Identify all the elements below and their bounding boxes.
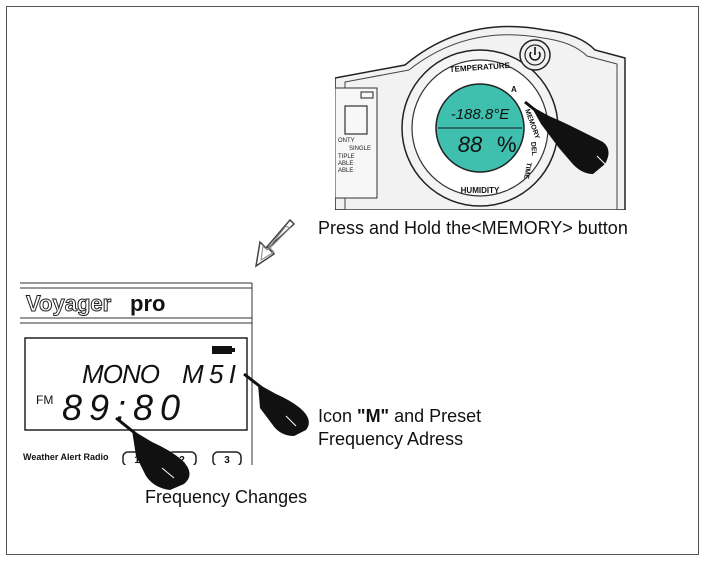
power-button[interactable] bbox=[519, 39, 551, 71]
svg-text:1: 1 bbox=[134, 455, 140, 465]
pointing-hand-icon bbox=[524, 100, 609, 174]
side-text-5: ABLE bbox=[338, 168, 353, 174]
brand-pro: pro bbox=[130, 291, 165, 316]
radio-device-illustration: Voyager pro MONO M5I FM 89:80 Weather Al… bbox=[20, 282, 253, 465]
battery-icon bbox=[212, 346, 235, 354]
pointing-hand-icon bbox=[243, 372, 309, 436]
icon-m-suffix: and Preset bbox=[389, 406, 482, 426]
ring-label-temperature: TEMPERATURE bbox=[449, 61, 510, 74]
frequency-address-caption: Frequency Adress bbox=[318, 429, 464, 449]
side-text-4: ABLE bbox=[338, 161, 353, 167]
side-text-2: SINGLE bbox=[349, 146, 371, 152]
ring-label-time: TIME bbox=[522, 162, 532, 180]
ring-label-humidity: HUMIDITY bbox=[461, 186, 500, 195]
lcd-temperature-readout: -188.8°E bbox=[451, 106, 511, 123]
svg-text:3: 3 bbox=[224, 455, 230, 465]
icon-m-prefix: Icon bbox=[318, 406, 358, 426]
icon-m-bold: "M" bbox=[357, 406, 390, 426]
ring-label-del: DEL bbox=[529, 142, 537, 157]
hollow-arrow-icon bbox=[254, 218, 296, 268]
memory-instruction-caption: Press and Hold the<MEMORY> button bbox=[318, 218, 628, 238]
lcd-band-text: FM bbox=[36, 393, 53, 407]
radio-lcd bbox=[24, 337, 248, 431]
weather-device-illustration: ONTY SINGLE TIPLE ABLE ABLE -188.8°E 88 … bbox=[335, 25, 626, 210]
frequency-changes-caption: Frequency Changes bbox=[145, 487, 308, 507]
lcd-percent-sign: % bbox=[497, 132, 517, 157]
weather-alert-label: Weather Alert Radio bbox=[23, 452, 109, 462]
svg-text:2: 2 bbox=[179, 455, 185, 465]
icon-m-caption: Icon "M" and Preset bbox=[318, 405, 481, 427]
preset-button-3[interactable]: 3 bbox=[212, 451, 242, 465]
pointing-hand-icon bbox=[115, 416, 190, 490]
side-text-1: ONTY bbox=[338, 138, 355, 144]
power-icon bbox=[529, 47, 541, 61]
lcd-preset-text: M5I bbox=[182, 359, 236, 389]
figure-frame bbox=[6, 6, 699, 555]
ring-label-alarm: A bbox=[511, 85, 517, 94]
brand-voyager: Voyager bbox=[26, 291, 112, 316]
lcd-humidity-readout: 88 bbox=[458, 132, 483, 157]
side-text-3: TIPLE bbox=[338, 154, 355, 160]
lcd-mode-text: MONO bbox=[82, 359, 160, 389]
